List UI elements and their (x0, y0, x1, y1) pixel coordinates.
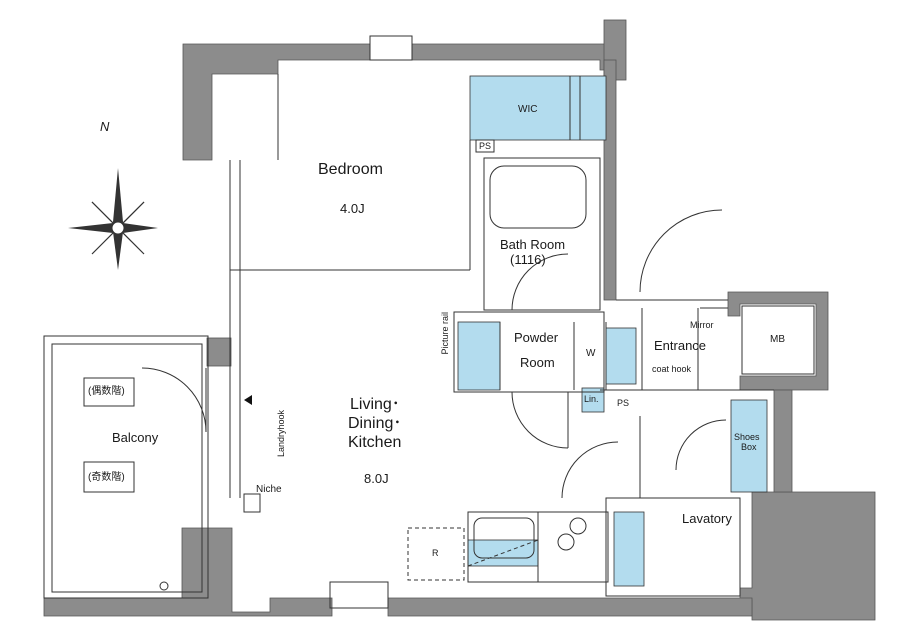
ldk-line2: Dining･ (348, 415, 402, 432)
ldk-line3: Kitchen (348, 434, 402, 451)
coat-hook-label: coat hook (652, 364, 692, 374)
balcony-name: Balcony (112, 430, 159, 445)
ldk-size: 8.0J (364, 471, 389, 486)
w-label: W (586, 348, 596, 359)
entrance-name: Entrance (654, 338, 707, 353)
ps-top-label: PS (479, 141, 492, 151)
wic-name: WIC (518, 104, 538, 115)
odd-floor-label: (奇数階) (88, 472, 125, 483)
interior-lines (43, 35, 815, 609)
walls (43, 19, 876, 621)
drain-icon (159, 581, 169, 591)
bedroom-size: 4.0J (340, 201, 365, 216)
lavatory-name: Lavatory (682, 511, 732, 526)
shoes-line2: Box (741, 442, 757, 452)
bedroom-name: Bedroom (318, 161, 383, 178)
r-label: R (432, 548, 439, 558)
accent-fills (457, 75, 768, 587)
laundry-hook-label: Landryhook (276, 410, 286, 458)
compass-icon (68, 168, 158, 270)
ldk-line1: Living･ (350, 396, 400, 413)
marker-triangle-icon (244, 395, 252, 405)
powder-line1: Powder (514, 330, 559, 345)
mirror-label: Mirror (690, 320, 714, 330)
ps-mid-label: PS (617, 398, 630, 408)
mb-name: MB (770, 334, 785, 345)
bath-size: (1116) (510, 252, 546, 267)
picture-rail-label: Picture rail (440, 312, 450, 355)
powder-line2: Room (520, 355, 555, 370)
lin-label: Lin. (584, 394, 599, 404)
even-floor-label: (偶数階) (88, 386, 125, 397)
bath-name: Bath Room (500, 237, 566, 252)
niche-label: Niche (256, 484, 282, 495)
shoes-line1: Shoes (734, 432, 760, 442)
compass-north-label: N (100, 119, 110, 134)
